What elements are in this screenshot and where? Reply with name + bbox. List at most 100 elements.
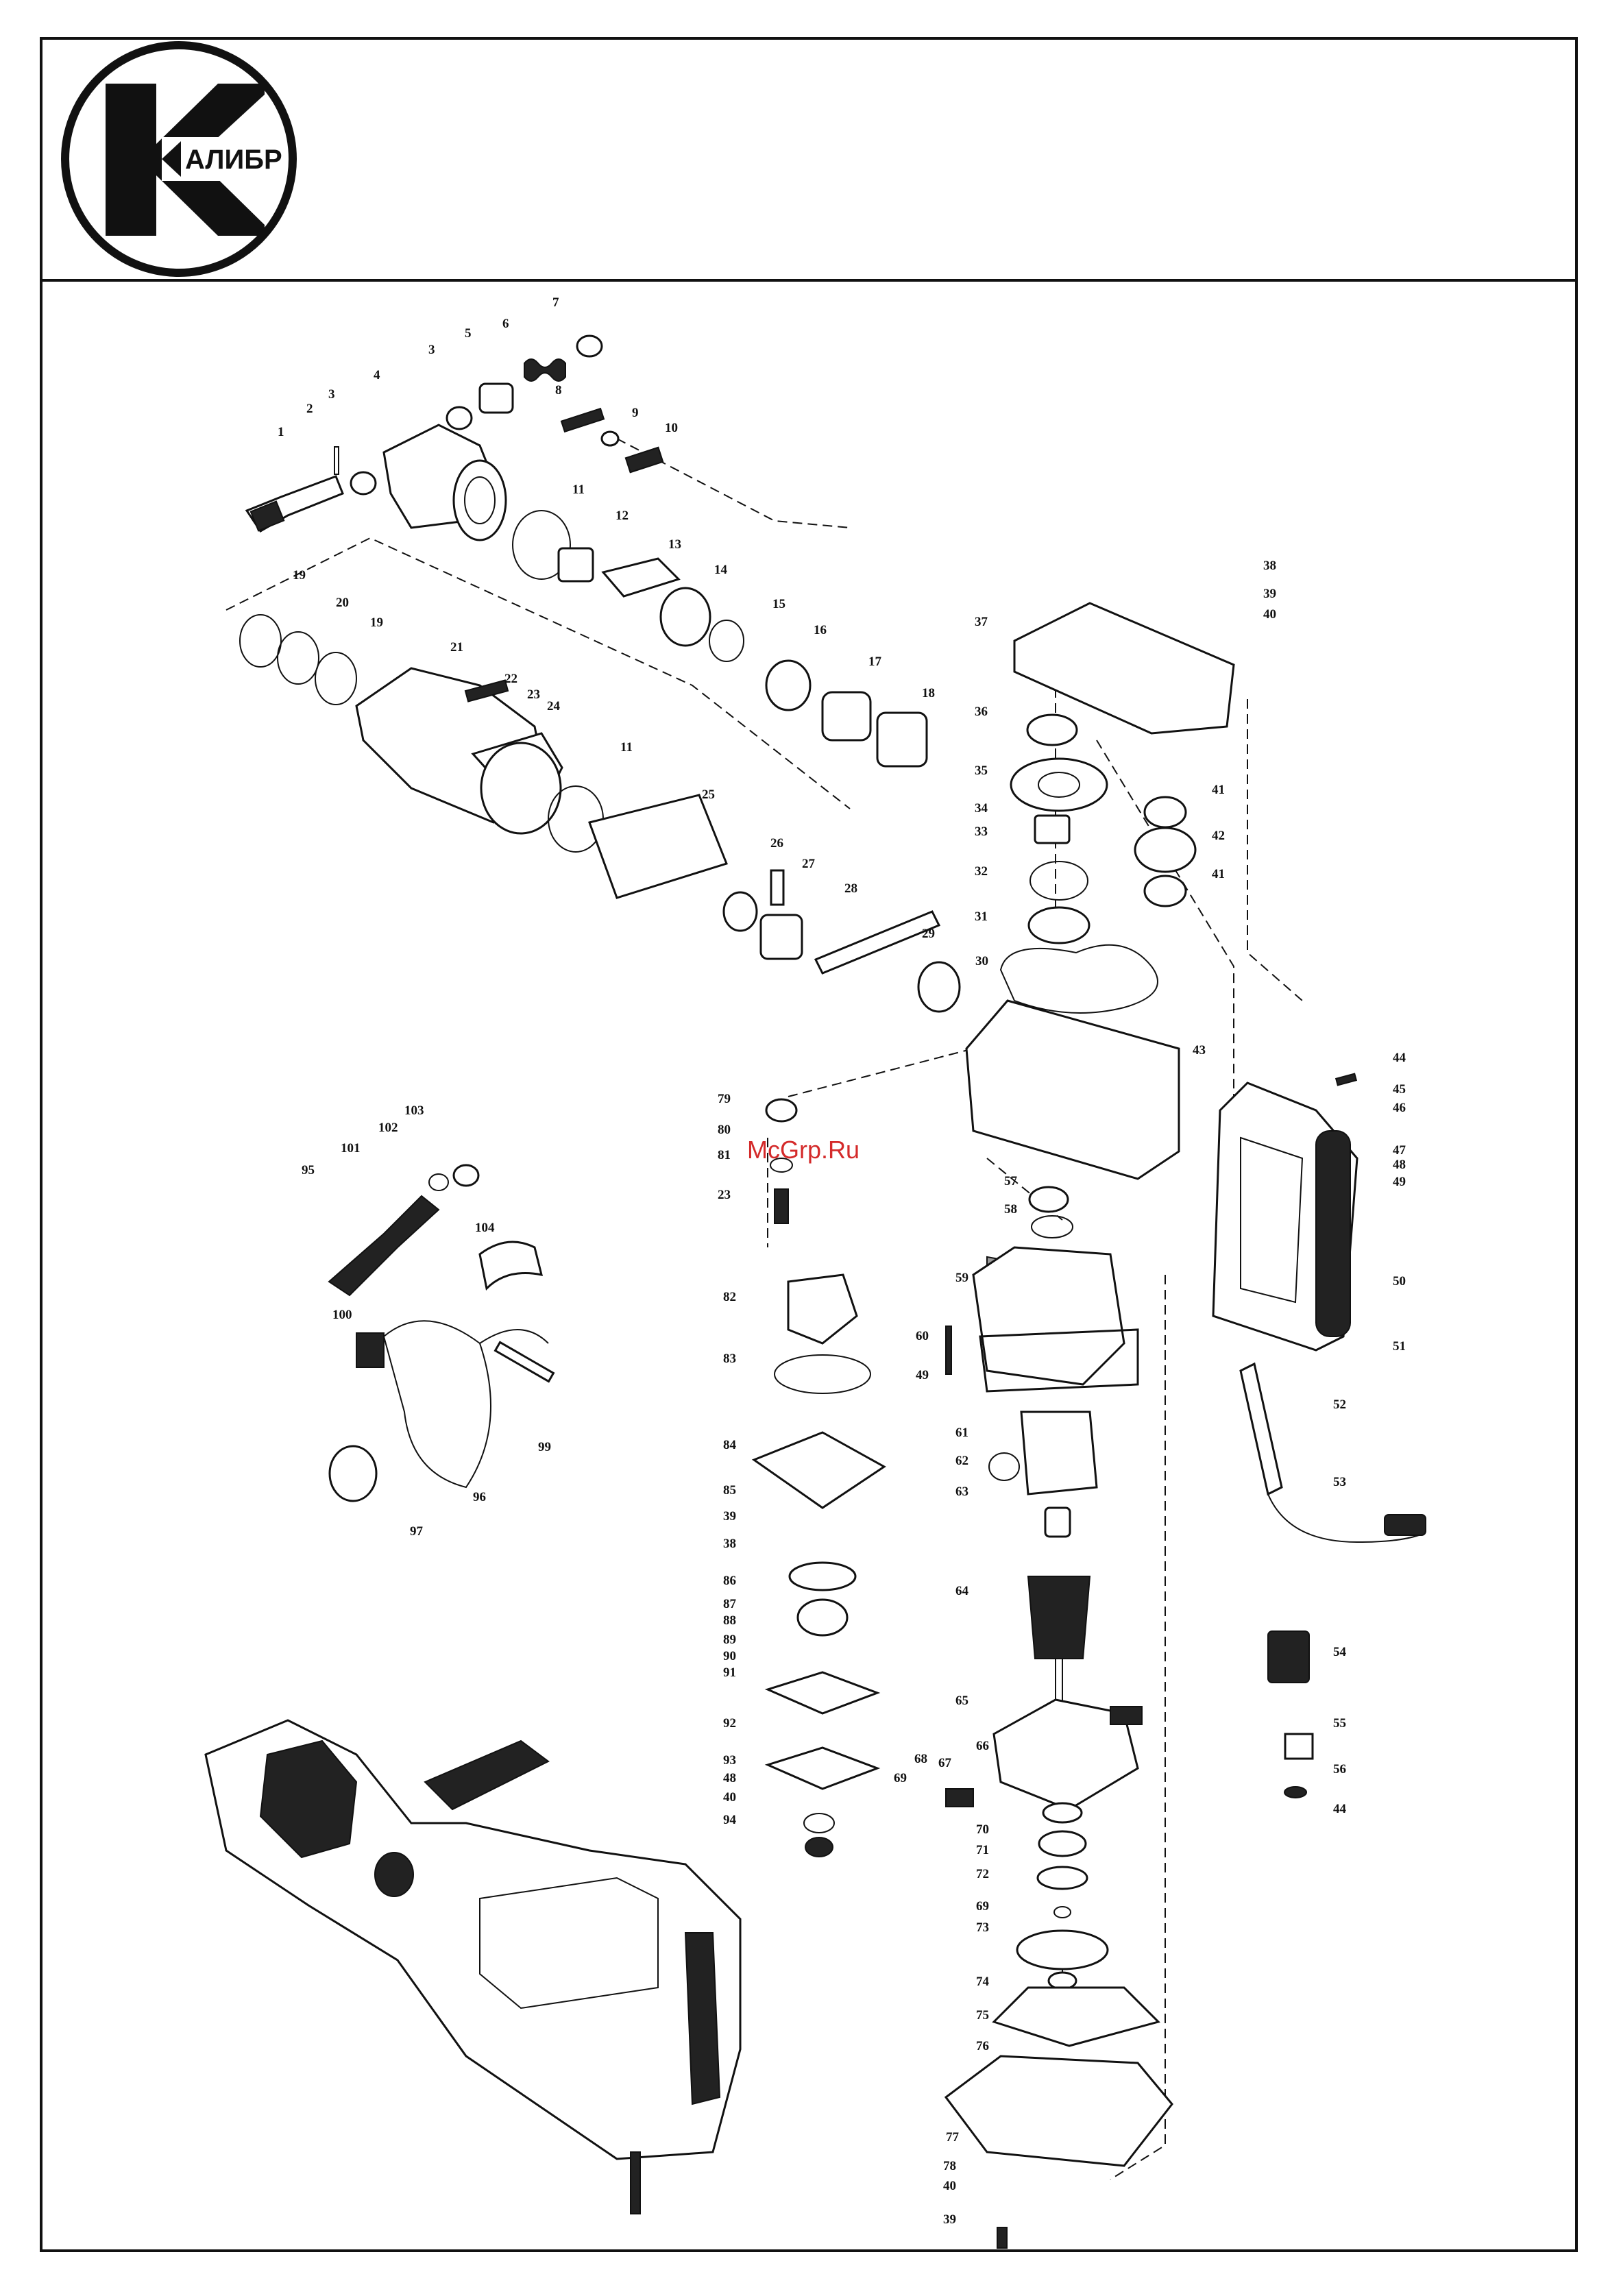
callout: 21 bbox=[450, 640, 463, 655]
callout: 71 bbox=[976, 1843, 989, 1857]
callout: 84 bbox=[723, 1438, 737, 1452]
callout: 40 bbox=[1263, 607, 1276, 622]
callout: 14 bbox=[714, 563, 728, 577]
callout: 77 bbox=[946, 2130, 960, 2145]
callout: 59 bbox=[955, 1271, 968, 1285]
callout: 69 bbox=[894, 1771, 907, 1785]
callout: 49 bbox=[1393, 1175, 1406, 1189]
callout: 69 bbox=[976, 1899, 989, 1914]
callout: 3 bbox=[428, 343, 435, 357]
callout: 75 bbox=[976, 2008, 989, 2023]
callout: 41 bbox=[1212, 783, 1225, 797]
callout: 42 bbox=[1212, 829, 1225, 843]
callout: 46 bbox=[1393, 1101, 1406, 1115]
callout: 48 bbox=[723, 1771, 736, 1785]
callout: 65 bbox=[955, 1694, 968, 1708]
callout: 49 bbox=[916, 1368, 929, 1382]
callout: 11 bbox=[572, 483, 585, 497]
callout: 12 bbox=[616, 509, 629, 523]
callout: 89 bbox=[723, 1633, 736, 1647]
callout: 67 bbox=[938, 1756, 952, 1770]
callout: 64 bbox=[955, 1584, 969, 1598]
callout: 61 bbox=[955, 1426, 968, 1440]
watermark: McGrp.Ru bbox=[747, 1136, 860, 1164]
assembled-tool-illustration bbox=[204, 1719, 742, 2214]
callout: 19 bbox=[293, 568, 306, 583]
callout: 58 bbox=[1004, 1202, 1017, 1217]
callout: 29 bbox=[922, 927, 935, 941]
callout: 22 bbox=[504, 672, 517, 686]
callout: 33 bbox=[975, 825, 988, 839]
callout: 88 bbox=[723, 1613, 736, 1628]
callout: 6 bbox=[502, 317, 509, 331]
callout: 51 bbox=[1393, 1339, 1406, 1354]
callout: 39 bbox=[943, 2212, 956, 2227]
callout: 35 bbox=[975, 764, 988, 778]
motor-group bbox=[944, 1186, 1173, 2249]
callout: 34 bbox=[975, 801, 988, 816]
callout: 54 bbox=[1333, 1645, 1347, 1659]
callout: 3 bbox=[328, 387, 335, 402]
callout: 31 bbox=[975, 909, 988, 924]
callout: 1 bbox=[278, 425, 284, 439]
callout: 60 bbox=[916, 1329, 929, 1343]
callout: 97 bbox=[410, 1524, 424, 1539]
callout: 19 bbox=[370, 615, 383, 630]
callout: 50 bbox=[1393, 1274, 1406, 1289]
callout: 85 bbox=[723, 1483, 736, 1498]
callout: 93 bbox=[723, 1753, 736, 1768]
callout: 74 bbox=[976, 1975, 990, 1989]
callout: 28 bbox=[844, 881, 857, 896]
callout: 39 bbox=[723, 1509, 736, 1524]
callout: 4 bbox=[374, 368, 380, 382]
callout: 68 bbox=[914, 1752, 927, 1766]
callout: 95 bbox=[302, 1163, 315, 1177]
callout: 39 bbox=[1263, 587, 1276, 601]
callout: 83 bbox=[723, 1352, 736, 1366]
callout: 78 bbox=[943, 2159, 956, 2173]
callout: 27 bbox=[802, 857, 816, 871]
callout: 99 bbox=[538, 1440, 551, 1454]
callout: 86 bbox=[723, 1574, 736, 1588]
barrel-housing-group bbox=[239, 614, 961, 1013]
callout: 101 bbox=[341, 1141, 361, 1156]
callout: 23 bbox=[718, 1188, 731, 1202]
callout: 26 bbox=[770, 836, 783, 851]
callout: 44 bbox=[1333, 1802, 1347, 1816]
callout: 18 bbox=[922, 686, 935, 700]
cover-plate-group bbox=[751, 1098, 886, 1857]
callout: 70 bbox=[976, 1822, 989, 1837]
callout: 8 bbox=[555, 383, 562, 398]
callout: 81 bbox=[718, 1148, 731, 1162]
callout: 38 bbox=[1263, 559, 1276, 573]
callout: 80 bbox=[718, 1123, 731, 1137]
page-frame bbox=[40, 37, 1578, 2252]
callout: 37 bbox=[975, 615, 988, 629]
callout: 11 bbox=[620, 740, 633, 755]
header-divider bbox=[40, 279, 1578, 282]
callout: 73 bbox=[976, 1920, 989, 1935]
callout: 100 bbox=[332, 1308, 352, 1322]
callout: 96 bbox=[473, 1490, 486, 1504]
callout: 82 bbox=[723, 1290, 736, 1304]
callout: 15 bbox=[772, 597, 785, 611]
callout: 103 bbox=[404, 1103, 424, 1118]
chisel-holder-group bbox=[245, 334, 928, 768]
callout: 57 bbox=[1004, 1174, 1018, 1188]
callout: 23 bbox=[527, 687, 540, 702]
callout: 36 bbox=[975, 705, 988, 719]
exploded-parts-diagram: 1 2 3 4 3 5 6 7 8 9 10 11 12 13 14 15 16… bbox=[204, 295, 1426, 2249]
callout: 38 bbox=[723, 1537, 736, 1551]
callout: 92 bbox=[723, 1716, 736, 1731]
callout: 5 bbox=[465, 326, 472, 341]
gearbox-group bbox=[965, 602, 1235, 1308]
callout: 47 bbox=[1393, 1143, 1406, 1158]
callout: 63 bbox=[955, 1485, 968, 1499]
callout: 72 bbox=[976, 1867, 989, 1881]
callout: 76 bbox=[976, 2039, 989, 2053]
callout: 48 bbox=[1393, 1158, 1406, 1172]
callout: 32 bbox=[975, 864, 988, 879]
callout: 104 bbox=[475, 1221, 495, 1235]
callout: 53 bbox=[1333, 1475, 1346, 1489]
callout: 55 bbox=[1333, 1716, 1346, 1731]
